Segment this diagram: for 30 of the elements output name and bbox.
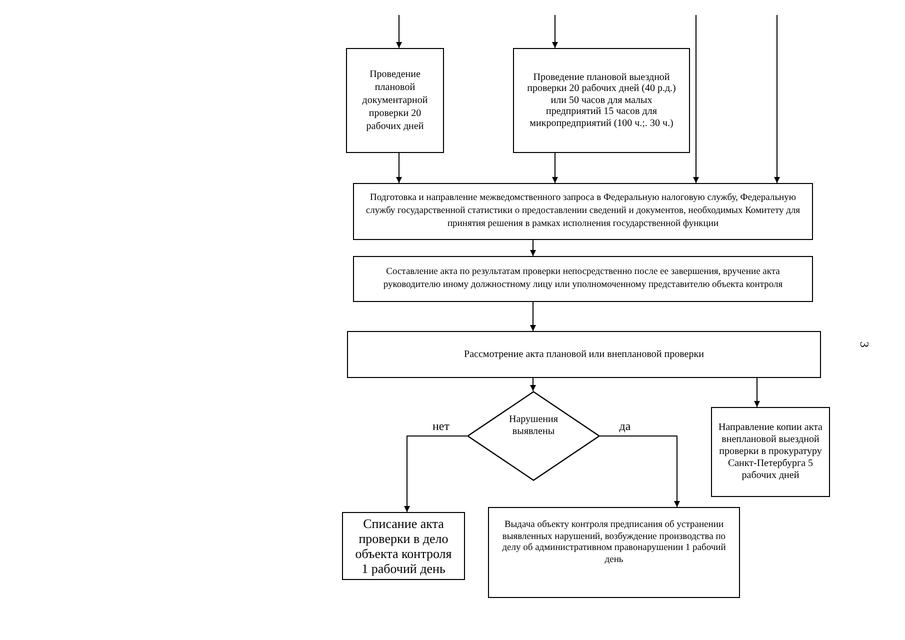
arrow bbox=[396, 14, 402, 48]
process-box bbox=[347, 331, 821, 378]
process-box bbox=[353, 256, 813, 302]
arrow bbox=[530, 302, 536, 332]
step-text: Выдача объекту контроля предписания об устранении выявленных нарушений, возбуждение производства по делу об административном правонарушении 1 рабочий день bbox=[501, 520, 727, 566]
page-number: 3 bbox=[858, 342, 870, 348]
process-box bbox=[346, 48, 444, 153]
process-box bbox=[342, 512, 465, 580]
step-text: Списание акта проверки в дело объекта контроля 1 рабочий день bbox=[354, 516, 453, 576]
process-box bbox=[513, 48, 690, 153]
arrow bbox=[404, 436, 468, 512]
arrow bbox=[754, 378, 760, 408]
arrow bbox=[530, 240, 536, 256]
step-text: Подготовка и направление межведомственного запроса в Федеральную налоговую службу, Федеральную службу государственной статистики о предоставлении сведений и документов, необходимых Комитету для принятия решения в рамках исполнения государственной функции bbox=[364, 192, 802, 231]
arrow bbox=[530, 378, 536, 392]
step-text: Составление акта по результатам проверки непосредственно после ее завершения, вручение акта руководителю иному должностному лицу или уполномоченному представителю объекта контроля bbox=[382, 266, 784, 292]
process-box bbox=[488, 507, 740, 598]
decision-text: Нарушения выявлены bbox=[508, 414, 559, 438]
step-text: Проведение плановой выездной проверки 20 рабочих дней (40 р.д.) или 50 часов для малых предприятий 15 часов для микропредприятий (100 ч.;. 30 ч.) bbox=[526, 72, 677, 130]
step-text: Рассмотрение акта плановой или внеплановой проверки bbox=[464, 348, 704, 361]
step-text: Проведение плановой документарной проверки 20 рабочих дней bbox=[361, 68, 429, 133]
arrow bbox=[693, 14, 699, 184]
process-box bbox=[711, 407, 830, 497]
arrow bbox=[396, 152, 402, 184]
step-text: Направление копии акта внеплановой выездной проверки в прокуратуру Санкт-Петербурга 5 рабочих дней bbox=[718, 422, 823, 482]
arrow bbox=[552, 14, 558, 48]
arrow bbox=[774, 14, 780, 184]
process-box bbox=[353, 183, 813, 240]
arrow bbox=[600, 436, 680, 508]
arrow bbox=[552, 152, 558, 184]
